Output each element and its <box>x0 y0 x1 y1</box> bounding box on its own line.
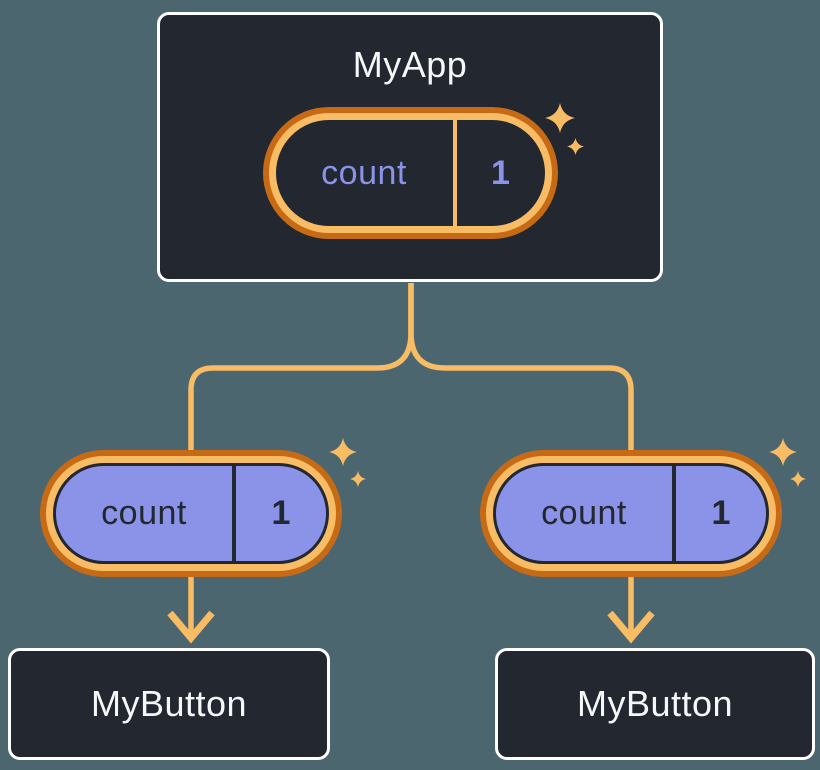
prop-pill-body: count 1 <box>53 463 329 564</box>
prop-value-label: 1 <box>711 494 731 532</box>
sparkle-icon <box>329 438 357 466</box>
prop-pill-right: count 1 <box>480 450 782 577</box>
sparkle-icon <box>790 471 806 487</box>
prop-name-label: count <box>541 494 627 532</box>
prop-value-label: 1 <box>271 494 291 532</box>
child-component-node-left: MyButton <box>8 648 330 760</box>
root-component-title: MyApp <box>352 44 468 85</box>
prop-pill-divider <box>232 466 236 561</box>
state-pill-body: count 1 <box>275 120 545 226</box>
sparkle-icon <box>769 438 797 466</box>
prop-pill-ring: count 1 <box>486 456 776 571</box>
branch-right-line <box>408 283 634 451</box>
prop-pill-left: count 1 <box>40 450 342 577</box>
arrow-down-icon <box>607 610 655 644</box>
prop-pill-body: count 1 <box>493 463 769 564</box>
sparkle-icon <box>545 103 575 133</box>
sparkle-icon <box>350 471 366 487</box>
state-pill-ring: count 1 <box>268 113 552 233</box>
prop-name-label: count <box>101 494 187 532</box>
child-component-title: MyButton <box>576 683 734 724</box>
state-pill: count 1 <box>262 107 558 239</box>
arrow-down-icon <box>167 610 215 644</box>
state-pill-divider <box>452 120 457 226</box>
state-name-label: count <box>321 153 407 192</box>
sparkle-icon <box>567 138 584 155</box>
root-component-node: MyApp count 1 <box>157 12 663 282</box>
child-component-node-right: MyButton <box>495 648 815 760</box>
state-value-label: 1 <box>491 153 510 192</box>
branch-left-line <box>188 283 414 451</box>
prop-pill-ring: count 1 <box>46 456 336 571</box>
child-component-title: MyButton <box>90 683 248 724</box>
prop-pill-divider <box>672 466 676 561</box>
